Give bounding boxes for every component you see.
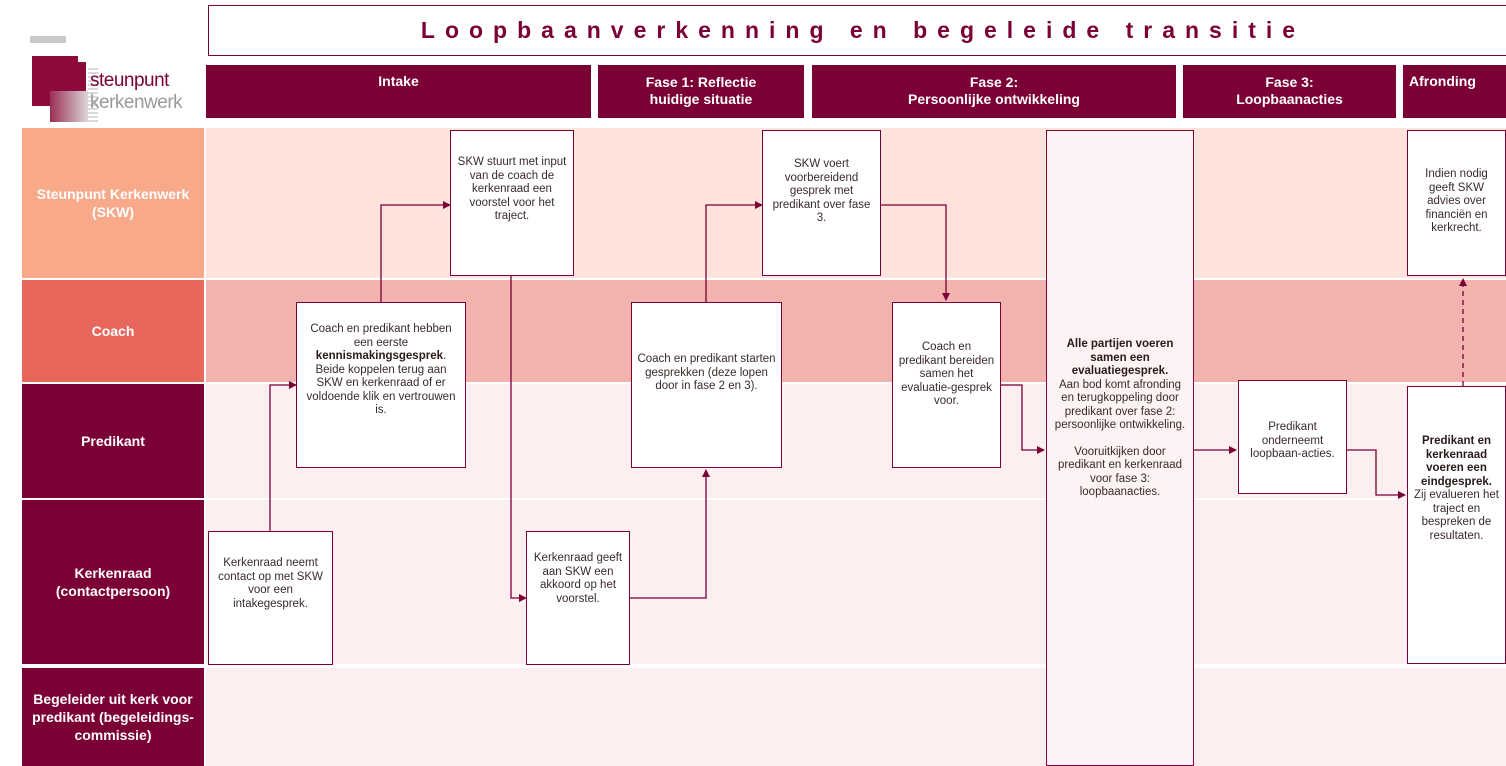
step-kennismaking-pre: Coach en predikant hebben een eerste — [310, 323, 452, 349]
phase-header-fase1: Fase 1: Reflectie huidige situatie — [598, 65, 804, 118]
phase-fase2-line2: Persoonlijke ontwikkeling — [908, 91, 1080, 107]
step-eindgesprek-text: Zij evalueren het traject en bespreken d… — [1413, 489, 1500, 542]
phase-fase1-line2: huidige situatie — [649, 91, 753, 107]
phase-fase1-line1: Fase 1: Reflectie — [645, 74, 757, 90]
step-skw-voorbereidend: SKW voert voorbereidend gesprek met pred… — [762, 130, 881, 276]
arrow-gesprekken-to-voorbereidend — [705, 201, 763, 302]
logo-text-kerkenwerk: kerkenwerk — [90, 92, 183, 113]
arrow-evaluatie-to-gesprek — [1001, 384, 1045, 454]
lane-label-skw: Steunpunt Kerkenwerk (SKW) — [22, 128, 204, 278]
phase-fase3-line2: Loopbaanacties — [1236, 91, 1343, 107]
arrow-contact-to-kennismaking — [269, 381, 297, 531]
lane-label-predikant: Predikant — [22, 384, 204, 498]
phase-header-fase2: Fase 2: Persoonlijke ontwikkeling — [812, 65, 1176, 118]
phase-header-afronding: Afronding — [1403, 65, 1506, 118]
step-loopbaanacties: Predikant onderneemt loopbaan-acties. — [1238, 380, 1347, 494]
arrow-akkoord-to-gesprekken — [630, 469, 710, 599]
arrow-voorbereidend-to-evaluatie — [881, 204, 950, 301]
step-kerkenraad-contact: Kerkenraad neemt contact op met SKW voor… — [208, 531, 333, 665]
step-evaluatie-text2: Vooruitkijken door predikant en kerkenra… — [1057, 445, 1183, 499]
logo-text-steunpunt: steunpunt — [90, 70, 169, 91]
phase-header-fase3: Fase 3: Loopbaanacties — [1183, 65, 1396, 118]
lane-band-begeleider — [206, 668, 1506, 766]
logo-mark-stripes — [88, 66, 98, 122]
step-evaluatie-text1: Aan bod komt afronding en terugkoppeling… — [1054, 378, 1186, 432]
step-skw-voorstel: SKW stuurt met input van de coach de ker… — [450, 130, 574, 276]
phase-intake-line1: Intake — [378, 73, 419, 89]
steunpunt-kerkenwerk-logo: steunpunt kerkenwerk — [30, 36, 206, 122]
logo-mark-top — [30, 36, 66, 43]
diagram-title-text: Loopbaanverkenning en begeleide transiti… — [420, 17, 1306, 43]
diagram-title: Loopbaanverkenning en begeleide transiti… — [208, 5, 1506, 56]
step-coach-gesprekken: Coach en predikant starten gesprekken (d… — [631, 302, 782, 468]
step-eindgesprek-bold: Predikant en kerkenraad voeren een eindg… — [1421, 435, 1492, 488]
step-kerkenraad-akkoord: Kerkenraad geeft aan SKW een akkoord op … — [526, 531, 630, 665]
step-skw-advies: Indien nodig geeft SKW advies over finan… — [1407, 130, 1506, 276]
step-evaluatie-bold: Alle partijen voeren samen een evaluatie… — [1066, 338, 1174, 377]
step-kennismakingsgesprek: Coach en predikant hebben een eerste ken… — [296, 302, 466, 468]
phase-header-intake: Intake — [206, 65, 591, 118]
phase-afronding-line1: Afronding — [1409, 73, 1476, 89]
phase-fase2-line1: Fase 2: — [969, 74, 1019, 90]
arrow-acties-to-eindgesprek — [1347, 449, 1406, 499]
step-kennismaking-post: . Beide koppelen terug aan SKW en kerken… — [306, 350, 456, 416]
step-coach-evaluatie: Coach en predikant bereiden samen het ev… — [892, 302, 1001, 468]
lane-label-coach: Coach — [22, 280, 204, 382]
step-eindgesprek: Predikant en kerkenraad voeren een eindg… — [1407, 386, 1506, 664]
lane-band-kerkenraad — [206, 500, 1506, 664]
lane-label-kerkenraad: Kerkenraad (contactpersoon) — [22, 500, 204, 664]
step-kennismaking-bold: kennismakingsgesprek — [315, 350, 443, 362]
phase-fase3-line1: Fase 3: — [1265, 74, 1314, 90]
arrow-voorstel-to-akkoord — [510, 276, 527, 602]
arrow-kennismaking-to-voorstel — [380, 201, 451, 302]
lane-label-begeleider: Begeleider uit kerk voor predikant (bege… — [22, 668, 204, 766]
logo-mark-gradient — [50, 91, 90, 122]
